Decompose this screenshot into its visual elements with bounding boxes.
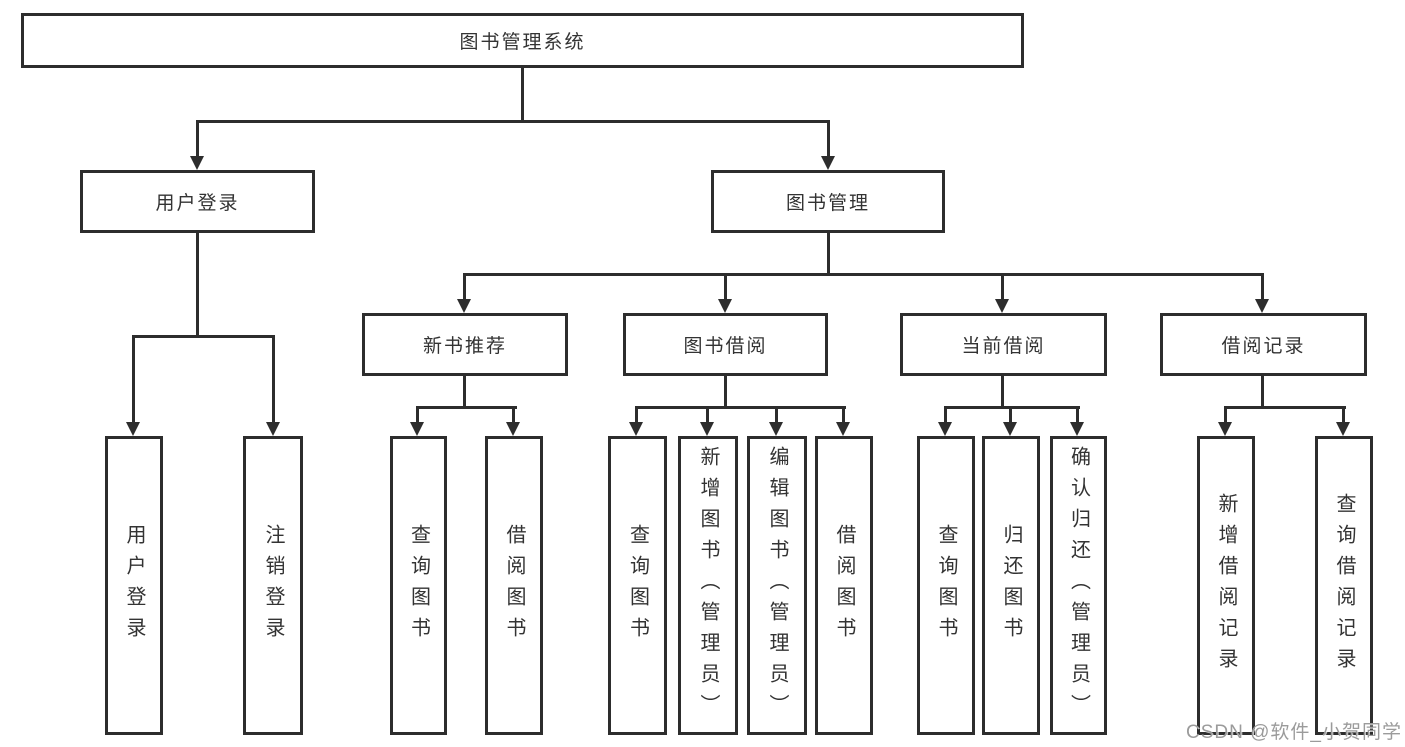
connector-currentborrow-branch xyxy=(944,406,1080,409)
node-library-system: 图书管理系统 xyxy=(21,13,1024,68)
leaf-logout-label: 注销登录 xyxy=(262,523,284,648)
connector-newbookrec-shaft xyxy=(512,406,515,424)
leaf-record-add: 新增借阅记录 xyxy=(1197,436,1255,735)
connector-newbookrec-branch xyxy=(416,406,517,409)
connector-currentborrow-shaft xyxy=(944,406,947,424)
leaf-rec-query-book: 查询图书 xyxy=(390,436,447,735)
node-book-borrow: 图书借阅 xyxy=(623,313,828,376)
connector-newbookrec-shaft xyxy=(416,406,419,424)
leaf-borrow-add-book-admin: 新增图书（管理员） xyxy=(678,436,738,735)
connector-userlogin-shaft xyxy=(132,335,135,423)
connector-bookborrow-shaft xyxy=(706,406,709,424)
connector-root-right-shaft xyxy=(827,120,830,158)
leaf-current-return-book-label: 归还图书 xyxy=(1000,523,1022,648)
connector-bookmgmt-shaft xyxy=(1001,273,1004,300)
arrowhead-down-icon xyxy=(1336,422,1350,436)
arrowhead-down-icon xyxy=(836,422,850,436)
leaf-borrow-query-book: 查询图书 xyxy=(608,436,667,735)
connector-bookmgmt-stem xyxy=(827,233,830,273)
node-library-system-label: 图书管理系统 xyxy=(459,32,586,53)
arrowhead-down-icon xyxy=(995,299,1009,313)
connector-borrowrecord-stem xyxy=(1261,376,1264,406)
connector-bookmgmt-shaft xyxy=(1261,273,1264,300)
arrowhead-down-icon xyxy=(266,422,280,436)
connector-bookborrow-shaft xyxy=(842,406,845,424)
arrowhead-down-icon xyxy=(718,299,732,313)
arrowhead-down-icon xyxy=(1070,422,1084,436)
leaf-current-return-book: 归还图书 xyxy=(982,436,1040,735)
leaf-rec-query-book-label: 查询图书 xyxy=(407,523,430,648)
node-new-book-recommend: 新书推荐 xyxy=(362,313,568,376)
arrowhead-down-icon xyxy=(1255,299,1269,313)
leaf-record-query-label: 查询借阅记录 xyxy=(1333,492,1355,679)
arrowhead-down-icon xyxy=(769,422,783,436)
node-user-login: 用户登录 xyxy=(80,170,315,233)
arrowhead-down-icon xyxy=(1003,422,1017,436)
leaf-rec-borrow-book: 借阅图书 xyxy=(485,436,543,735)
connector-newbookrec-stem xyxy=(463,376,466,406)
connector-bookmgmt-shaft xyxy=(724,273,727,300)
arrowhead-down-icon xyxy=(700,422,714,436)
arrowhead-down-icon xyxy=(938,422,952,436)
connector-bookborrow-shaft xyxy=(775,406,778,424)
leaf-record-query: 查询借阅记录 xyxy=(1315,436,1373,735)
connector-userlogin-shaft xyxy=(272,335,275,423)
leaf-current-query-book-label: 查询图书 xyxy=(935,523,957,648)
node-borrow-record-label: 借阅记录 xyxy=(1221,336,1306,357)
leaf-borrow-borrow-book: 借阅图书 xyxy=(815,436,873,735)
leaf-user-login: 用户登录 xyxy=(105,436,163,735)
node-current-borrow: 当前借阅 xyxy=(900,313,1107,376)
node-book-borrow-label: 图书借阅 xyxy=(683,336,768,357)
leaf-borrow-edit-book-admin-label: 编辑图书（管理员） xyxy=(766,446,788,725)
leaf-current-confirm-return-admin: 确认归还（管理员） xyxy=(1050,436,1107,735)
node-borrow-record: 借阅记录 xyxy=(1160,313,1367,376)
leaf-user-login-label: 用户登录 xyxy=(123,523,145,648)
leaf-borrow-edit-book-admin: 编辑图书（管理员） xyxy=(747,436,807,735)
connector-currentborrow-shaft xyxy=(1076,406,1079,424)
connector-bookborrow-shaft xyxy=(635,406,638,424)
leaf-rec-borrow-book-label: 借阅图书 xyxy=(503,523,525,648)
connector-bookborrow-stem xyxy=(724,376,727,406)
connector-bookmgmt-branch xyxy=(463,273,1264,276)
arrowhead-down-icon xyxy=(506,422,520,436)
connector-borrowrecord-shaft xyxy=(1342,406,1345,424)
arrowhead-down-icon xyxy=(457,299,471,313)
node-new-book-recommend-label: 新书推荐 xyxy=(422,336,507,357)
arrowhead-down-icon xyxy=(629,422,643,436)
leaf-borrow-add-book-admin-label: 新增图书（管理员） xyxy=(697,446,719,725)
node-user-login-label: 用户登录 xyxy=(155,193,240,214)
connector-root-branch xyxy=(196,120,830,123)
arrowhead-down-icon xyxy=(126,422,140,436)
connector-borrowrecord-branch xyxy=(1224,406,1346,409)
leaf-record-add-label: 新增借阅记录 xyxy=(1215,492,1237,679)
connector-bookborrow-branch xyxy=(635,406,846,409)
node-current-borrow-label: 当前借阅 xyxy=(961,336,1046,357)
connector-userlogin-branch xyxy=(132,335,275,338)
connector-currentborrow-stem xyxy=(1001,376,1004,406)
connector-currentborrow-shaft xyxy=(1009,406,1012,424)
connector-userlogin-stem xyxy=(196,233,199,335)
leaf-current-confirm-return-admin-label: 确认归还（管理员） xyxy=(1067,446,1090,725)
leaf-borrow-query-book-label: 查询图书 xyxy=(626,523,649,648)
arrowhead-down-icon xyxy=(190,156,204,170)
connector-borrowrecord-shaft xyxy=(1224,406,1227,424)
leaf-current-query-book: 查询图书 xyxy=(917,436,975,735)
connector-root-stem xyxy=(521,68,524,120)
arrowhead-down-icon xyxy=(821,156,835,170)
csdn-watermark: CSDN @软件_小贺同学 xyxy=(1186,722,1402,743)
node-book-management-label: 图书管理 xyxy=(785,193,870,214)
leaf-logout: 注销登录 xyxy=(243,436,303,735)
arrowhead-down-icon xyxy=(1218,422,1232,436)
connector-root-left-shaft xyxy=(196,120,199,158)
leaf-borrow-borrow-book-label: 借阅图书 xyxy=(833,523,855,648)
connector-bookmgmt-shaft xyxy=(463,273,466,300)
node-book-management: 图书管理 xyxy=(711,170,945,233)
arrowhead-down-icon xyxy=(410,422,424,436)
